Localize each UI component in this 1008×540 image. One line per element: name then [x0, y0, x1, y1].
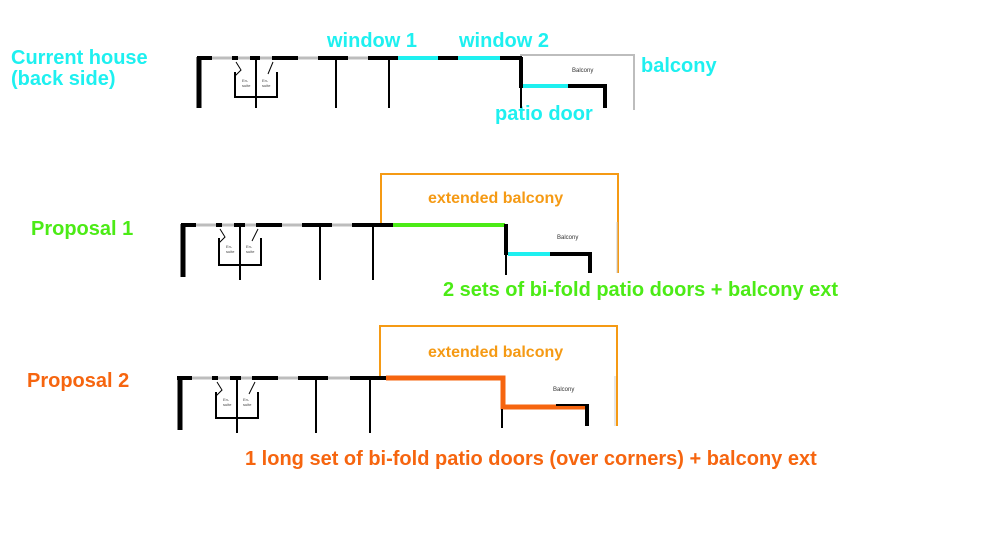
proposal-1-balcony-room-label: Balcony: [557, 235, 578, 241]
svg-text:suite: suite: [243, 402, 252, 407]
proposal-2-extended-balcony-outline: [379, 325, 618, 426]
current-house-title: Current house (back side): [11, 48, 148, 90]
ensuite-a-label: En-: [242, 78, 249, 83]
balcony-label: balcony: [641, 55, 717, 77]
ensuite-b-label: En-: [262, 78, 269, 83]
proposal-2-ensuite-a-label: En-: [223, 397, 230, 402]
proposal-2-long-bifold-door: [386, 375, 586, 410]
current-house-title-line2: (back side): [11, 68, 116, 90]
current-balcony-outline: [520, 54, 635, 110]
svg-text:suite: suite: [226, 249, 235, 254]
proposal-1-ensuite-b-label: En-: [246, 244, 253, 249]
window-1-label: window 1: [327, 30, 417, 52]
svg-text:suite: suite: [242, 83, 251, 88]
svg-text:suite: suite: [223, 402, 232, 407]
proposal-1-description: 2 sets of bi-fold patio doors + balcony …: [443, 279, 839, 301]
svg-text:suite: suite: [246, 249, 255, 254]
proposal-1-title: Proposal 1: [31, 218, 134, 240]
patio-door-label: patio door: [495, 103, 593, 125]
proposal-1-ensuite-a-label: En-: [226, 244, 233, 249]
proposal-2-extension-label: extended balcony: [428, 344, 564, 361]
window-2-label: window 2: [459, 30, 549, 52]
proposal-2-balcony-room-label: Balcony: [553, 387, 574, 393]
current-house-title-line1: Current house: [11, 47, 148, 69]
svg-text:suite: suite: [262, 83, 271, 88]
current-balcony-room-label: Balcony: [572, 68, 593, 74]
proposal-1-extension-label: extended balcony: [428, 190, 564, 207]
proposal-2-ensuite-b-label: En-: [243, 397, 250, 402]
proposal-2-title: Proposal 2: [27, 370, 130, 392]
proposal-2-description: 1 long set of bi-fold patio doors (over …: [245, 448, 817, 470]
proposal-1-extended-balcony-outline: [380, 173, 619, 273]
